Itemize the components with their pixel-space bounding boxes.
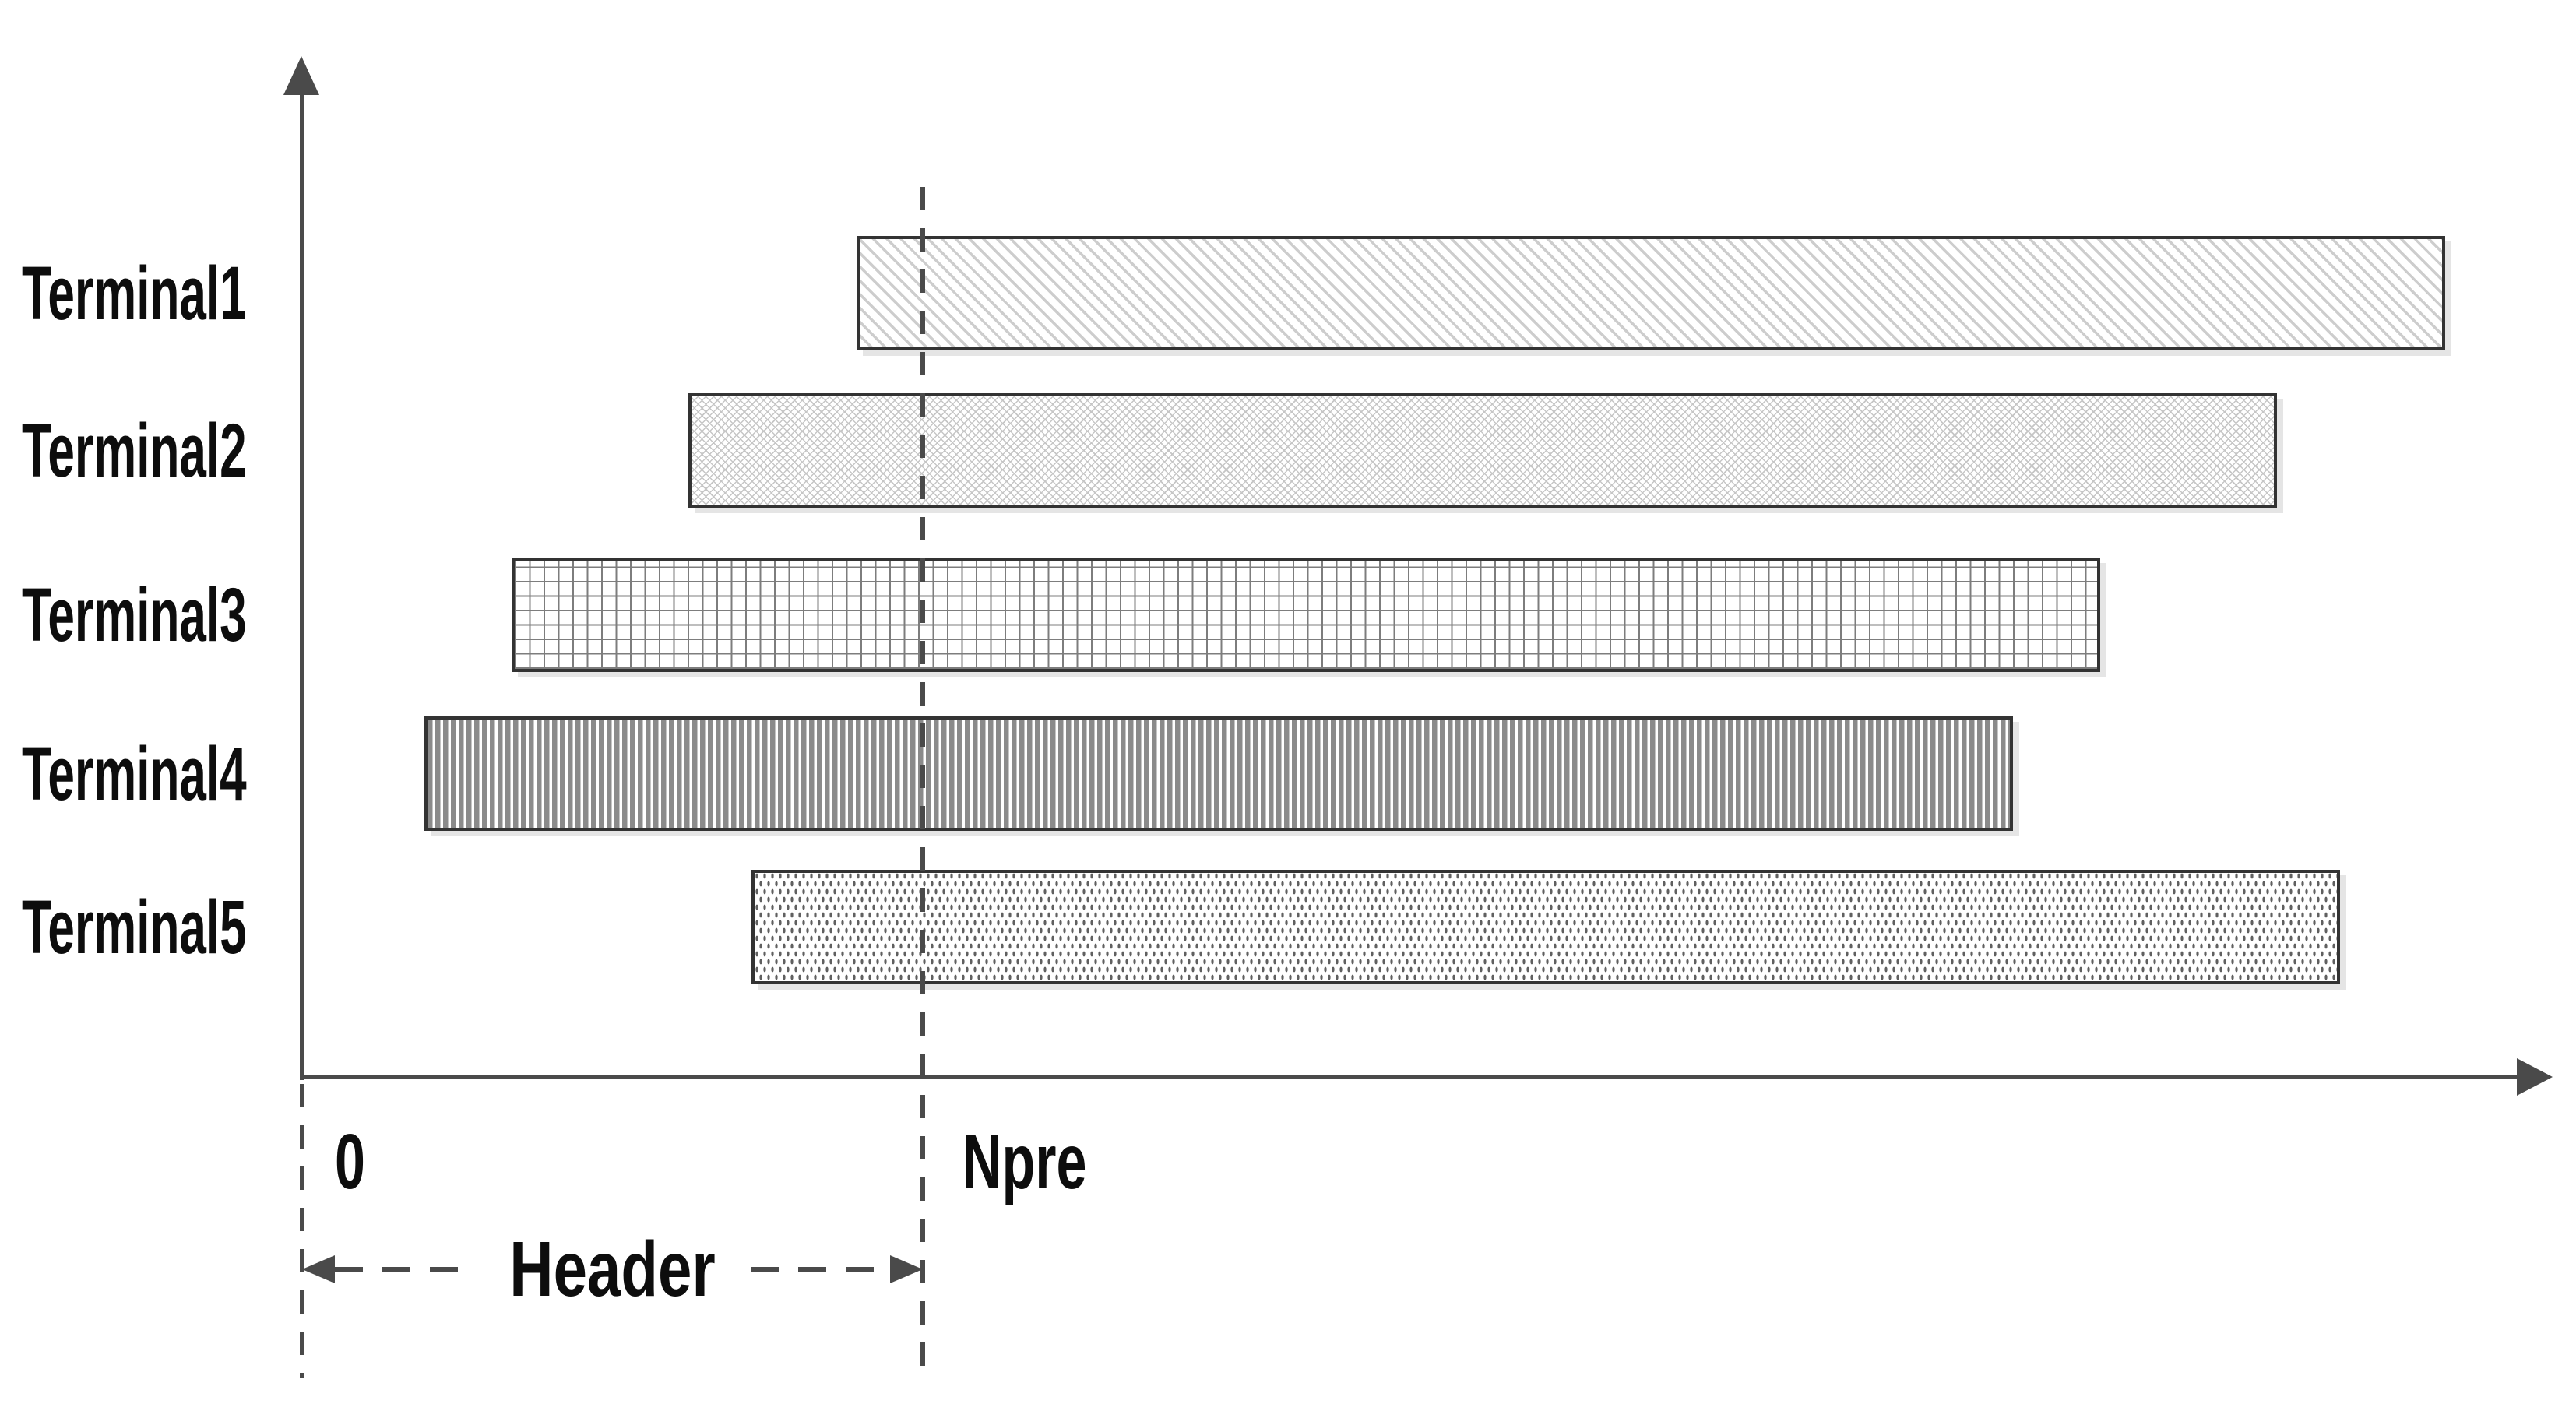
terminal-2-bar (688, 393, 2277, 508)
terminal-1-label: Terminal1 (22, 250, 247, 336)
terminal-5-label: Terminal5 (22, 884, 247, 969)
terminal-4-bar (424, 716, 2013, 831)
header-label: Header (509, 1226, 716, 1313)
x-axis-arrowhead-icon (2517, 1058, 2553, 1096)
y-axis-line (300, 87, 304, 1080)
x-axis-line (302, 1075, 2523, 1079)
y-axis-arrowhead-icon (283, 56, 319, 95)
terminal-5-bar (751, 870, 2340, 984)
terminal-3-label: Terminal3 (22, 572, 247, 657)
header-dash-right (751, 1266, 890, 1272)
npre-tick-label: Npre (962, 1118, 1087, 1205)
header-dash-left (335, 1266, 474, 1272)
terminal-4-label: Terminal4 (22, 730, 247, 816)
terminal-3-bar (512, 558, 2100, 672)
terminal-1-bar (857, 236, 2445, 350)
npre-dashed-guide-line (920, 187, 925, 1378)
terminal-2-label: Terminal2 (22, 407, 247, 493)
arrow-right-icon (890, 1255, 923, 1283)
origin-dashed-guide-line (300, 1084, 304, 1378)
origin-tick-label: 0 (335, 1118, 365, 1205)
header-span-annotation: Header (302, 1230, 923, 1308)
arrow-left-icon (302, 1255, 335, 1283)
